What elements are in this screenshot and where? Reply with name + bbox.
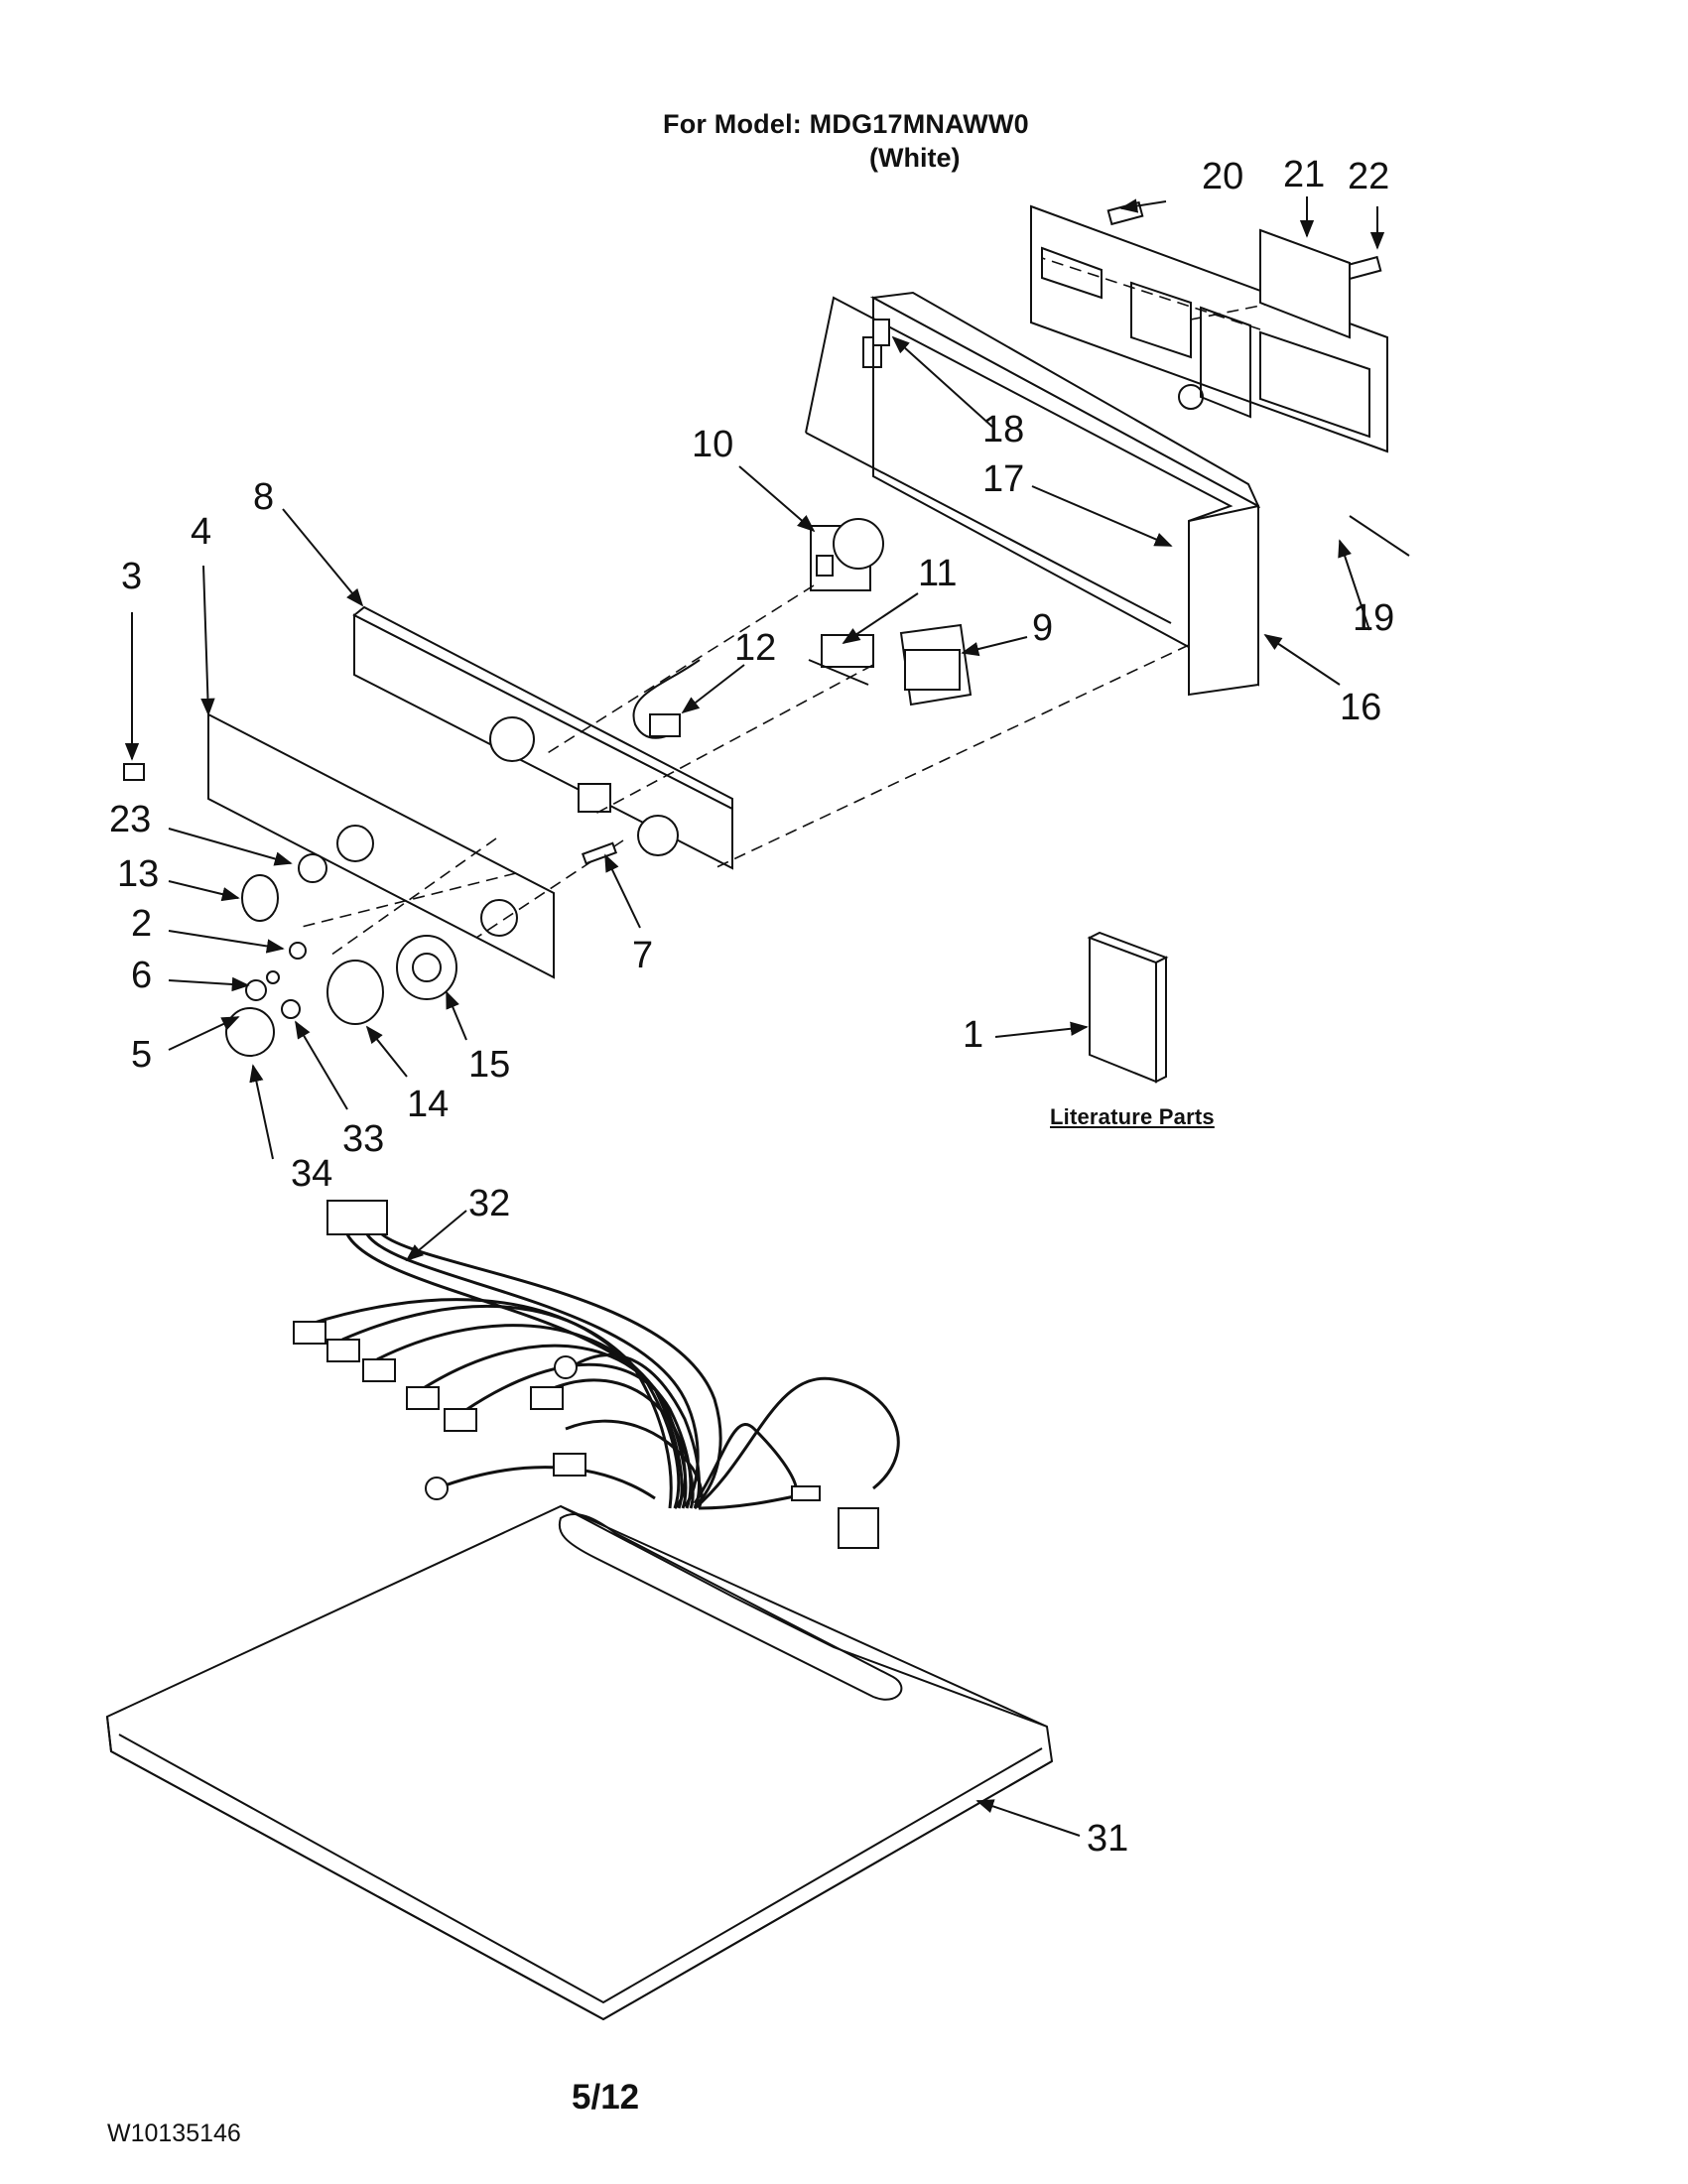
callout-11: 11 [918,553,957,594]
callout-3: 3 [121,556,142,597]
harness-terminals [293,1321,879,1549]
callout-21: 21 [1283,154,1325,195]
callout-34: 34 [291,1153,332,1195]
callout-19: 19 [1353,597,1394,639]
literature-parts-label: Literature Parts [1050,1104,1215,1129]
screw-parts [123,200,1382,781]
console-housing [805,291,1261,697]
model-title: For Model: MDG17MNAWW0 [663,109,1029,139]
wire-harness [307,1200,900,1510]
small-bracket-part [1259,228,1351,339]
top-panel [105,1504,1054,2021]
callout-33: 33 [342,1118,384,1160]
callout-1: 1 [963,1014,983,1056]
back-panel-bracket [1030,204,1410,557]
callout-9: 9 [1032,607,1053,649]
callout-15: 15 [468,1044,510,1086]
callout-32: 32 [468,1183,510,1224]
front-overlay-panel [207,712,555,979]
callout-5: 5 [131,1034,152,1076]
callout-20: 20 [1202,156,1243,197]
diagram-title: For Model: MDG17MNAWW0 (White) [0,109,1688,189]
page-number: 5/12 [572,2078,640,2117]
control-panel [352,605,733,870]
callout-6: 6 [131,955,152,996]
timer-part [810,518,884,591]
literature-book [1087,931,1169,1084]
knob-parts [225,841,618,1057]
callout-labels: 20 21 22 18 10 17 8 4 3 11 19 9 12 16 23… [109,154,1394,1860]
callout-18: 18 [982,409,1024,450]
callout-7: 7 [632,935,653,976]
callout-2: 2 [131,903,152,945]
callout-14: 14 [407,1084,449,1125]
callout-23: 23 [109,799,151,840]
callout-17: 17 [982,458,1024,500]
callout-31: 31 [1087,1818,1128,1860]
callout-13: 13 [117,853,159,895]
document-number: W10135146 [107,2120,241,2147]
harness-connector-part [632,659,701,739]
callout-22: 22 [1348,156,1389,197]
selector-switch-part [899,623,973,707]
callout-8: 8 [253,476,274,518]
callout-4: 4 [191,511,211,553]
callout-12: 12 [734,627,776,669]
callout-16: 16 [1340,687,1381,728]
leader-arrows [124,196,1385,1837]
switch-part [808,634,874,686]
color-subtitle: (White) [869,143,961,173]
callout-10: 10 [692,424,733,465]
